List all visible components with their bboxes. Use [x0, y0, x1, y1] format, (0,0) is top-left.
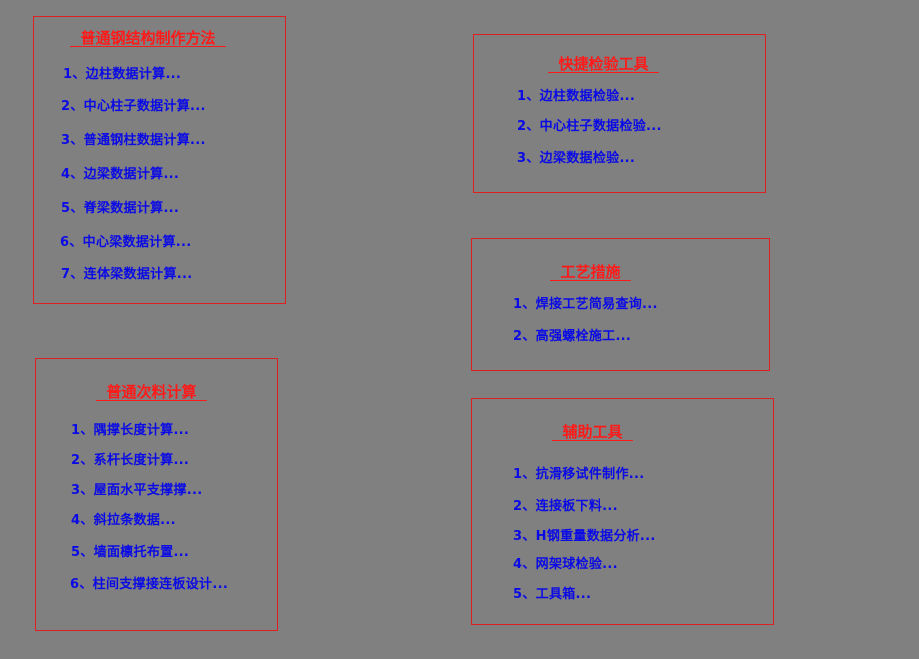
menu-item-knee-brace-length[interactable]: 1、隅撑长度计算... [71, 423, 190, 438]
menu-item-side-column-calc[interactable]: 1、边柱数据计算... [63, 67, 182, 82]
menu-item-space-frame-ball-check[interactable]: 4、网架球检验... [513, 557, 618, 572]
menu-item-slip-test-specimen[interactable]: 1、抗滑移试件制作... [513, 467, 645, 482]
menu-item-toolbox[interactable]: 5、工具箱... [513, 587, 592, 602]
menu-item-center-column-calc[interactable]: 2、中心柱子数据计算... [61, 99, 206, 114]
menu-item-side-beam-check[interactable]: 3、边梁数据检验... [517, 151, 636, 166]
menu-item-roof-horizontal-brace[interactable]: 3、屋面水平支撑撑... [71, 483, 203, 498]
panel-steel-fabrication [33, 16, 286, 304]
panel-secondary-materials [35, 358, 278, 631]
menu-item-side-column-check[interactable]: 1、边柱数据检验... [517, 89, 636, 104]
menu-item-ridge-beam-calc[interactable]: 5、脊梁数据计算... [61, 201, 180, 216]
menu-item-wall-purlin-support[interactable]: 5、墙面檩托布置... [71, 545, 190, 560]
panel-process-measures [471, 238, 770, 371]
menu-item-center-column-check[interactable]: 2、中心柱子数据检验... [517, 119, 662, 134]
menu-item-connected-beam-calc[interactable]: 7、连体梁数据计算... [61, 267, 193, 282]
menu-item-center-beam-calc[interactable]: 6、中心梁数据计算... [60, 235, 192, 250]
panel-title-auxiliary-tools: 辅助工具 [552, 423, 633, 441]
menu-item-diagonal-tie-data[interactable]: 4、斜拉条数据... [71, 513, 176, 528]
panel-title-steel-fabrication: 普通钢结构制作方法 [70, 29, 226, 47]
panel-auxiliary-tools [471, 398, 774, 625]
menu-item-h-steel-weight[interactable]: 3、H钢重量数据分析... [513, 529, 656, 544]
menu-item-plate-cutting[interactable]: 2、连接板下料... [513, 499, 618, 514]
menu-item-steel-column-calc[interactable]: 3、普通钢柱数据计算... [61, 133, 206, 148]
menu-item-hs-bolt-construction[interactable]: 2、高强螺栓施工... [513, 329, 632, 344]
menu-item-side-beam-calc[interactable]: 4、边梁数据计算... [61, 167, 180, 182]
menu-item-column-brace-plate[interactable]: 6、柱间支撑接连板设计... [70, 577, 229, 592]
panel-title-secondary-materials: 普通次料计算 [96, 383, 207, 401]
menu-item-welding-query[interactable]: 1、焊接工艺简易查询... [513, 297, 658, 312]
panel-title-process-measures: 工艺措施 [550, 263, 631, 281]
panel-title-quick-inspection: 快捷检验工具 [548, 55, 659, 73]
menu-item-tie-rod-length[interactable]: 2、系杆长度计算... [71, 453, 190, 468]
panel-quick-inspection [473, 34, 766, 193]
